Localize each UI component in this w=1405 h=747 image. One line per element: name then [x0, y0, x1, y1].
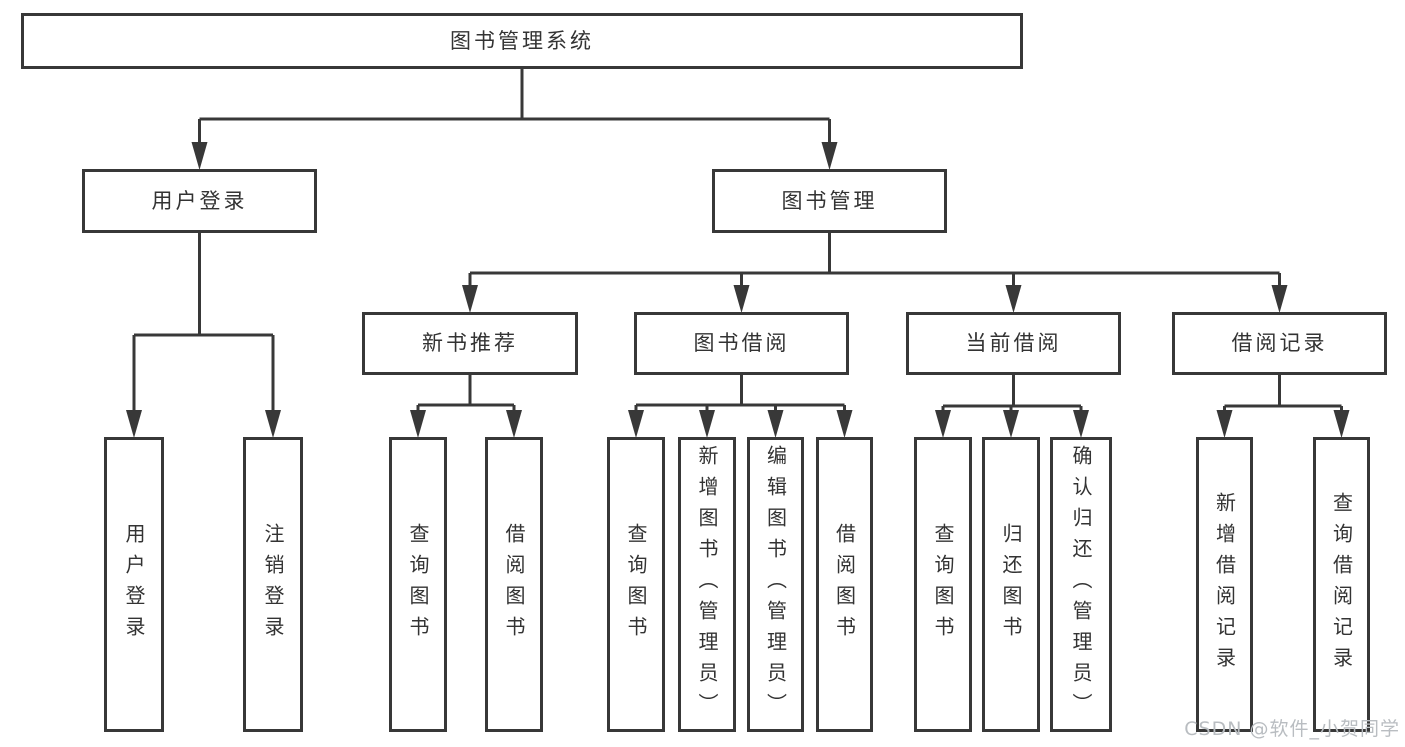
leaf-borrow-books: 借阅图书	[816, 437, 873, 732]
leaf-logout: 注销登录	[243, 437, 303, 732]
node-current-borrowing: 当前借阅	[906, 312, 1121, 375]
leaf-borrow-books: 借阅图书	[485, 437, 543, 732]
leaf-query-books: 查询图书	[389, 437, 447, 732]
node-book-borrowing: 图书借阅	[634, 312, 849, 375]
leaf-add-borrow-record: 新增借阅记录	[1196, 437, 1253, 732]
node-library-management-system: 图书管理系统	[21, 13, 1023, 69]
leaf-query-borrow-record: 查询借阅记录	[1313, 437, 1370, 732]
leaf-add-book-admin: 新增图书（管理员）	[678, 437, 736, 732]
leaf-confirm-return-admin: 确认归还（管理员）	[1050, 437, 1112, 732]
node-new-book-recommendation: 新书推荐	[362, 312, 578, 375]
node-book-management: 图书管理	[712, 169, 947, 233]
watermark-text: CSDN @软件_小贺同学	[1184, 718, 1400, 740]
leaf-query-books: 查询图书	[607, 437, 665, 732]
leaf-edit-book-admin: 编辑图书（管理员）	[747, 437, 804, 732]
leaf-user-login: 用户登录	[104, 437, 164, 732]
leaf-query-books: 查询图书	[914, 437, 972, 732]
leaf-return-book: 归还图书	[982, 437, 1040, 732]
node-user-login: 用户登录	[82, 169, 317, 233]
node-borrowing-records: 借阅记录	[1172, 312, 1387, 375]
